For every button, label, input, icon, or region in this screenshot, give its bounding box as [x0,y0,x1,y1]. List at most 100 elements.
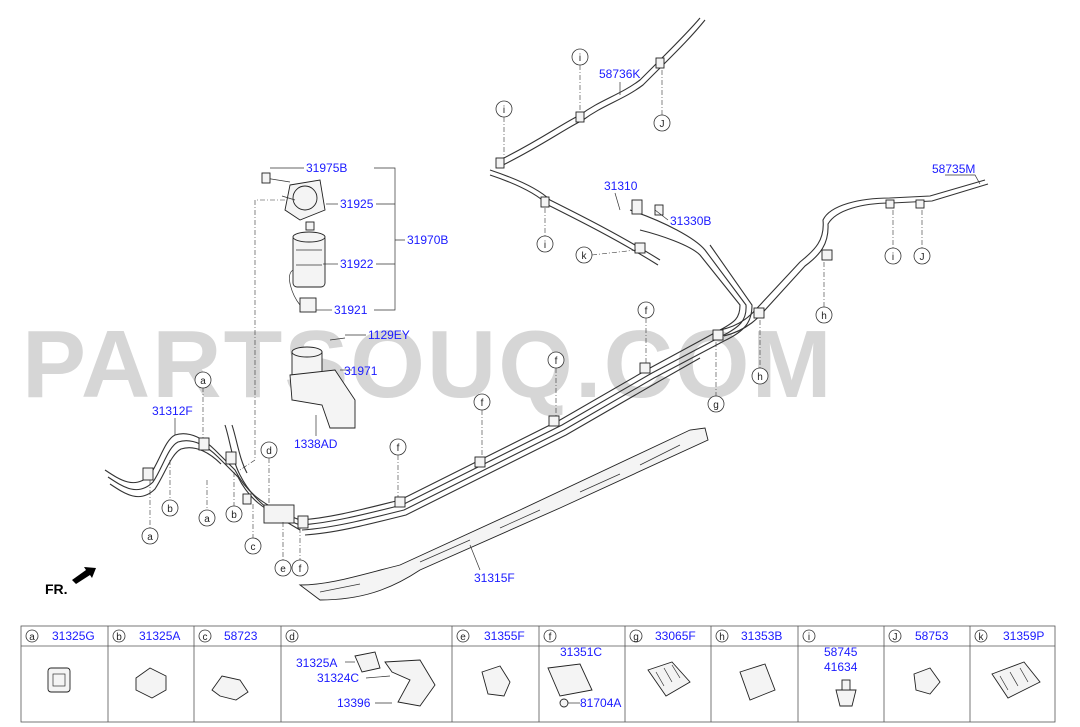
ref-circle-f-1[interactable]: f [637,301,655,319]
fuel-filter-assembly [239,172,356,471]
svg-text:g: g [633,632,639,643]
pipe-clips [142,57,925,529]
callout-31315F[interactable]: 31315F [474,571,515,585]
ref-circle-h-1[interactable]: h [815,306,833,324]
callout-31922[interactable]: 31922 [340,257,374,271]
undercover-shield [298,427,709,601]
svg-text:J: J [660,119,665,130]
ref-circle-b-1[interactable]: b [161,499,179,517]
legend-cell-J[interactable]: J 58753 [888,629,949,695]
svg-text:58745: 58745 [824,645,858,659]
ref-circle-c[interactable]: c [244,537,262,555]
callout-31970B[interactable]: 31970B [407,233,448,247]
legend-cell-i[interactable]: i 58745 41634 [802,629,858,707]
svg-text:i: i [579,53,581,64]
left-pipe-group [104,424,301,531]
svg-text:i: i [503,105,505,116]
svg-text:31353B: 31353B [741,629,782,643]
legend-cell-f[interactable]: f 31351C 81704A [543,629,621,710]
svg-text:b: b [231,510,237,521]
svg-text:31325A: 31325A [139,629,180,643]
svg-text:13396: 13396 [337,696,371,710]
ref-circle-J-2[interactable]: J [913,247,931,265]
callout-31925[interactable]: 31925 [340,197,374,211]
svg-text:b: b [116,632,122,643]
callout-31971[interactable]: 31971 [344,364,378,378]
reference-letters: i i J i k i J h h g f f f f d a b a a b … [141,48,931,577]
part-callouts: 31975B 31925 31970B 31922 31921 1129EY 3… [152,67,975,585]
ref-circle-f-3[interactable]: f [473,393,491,411]
ref-circle-a-2[interactable]: a [141,527,159,545]
svg-text:31325A: 31325A [296,656,337,670]
svg-text:a: a [204,514,210,525]
svg-text:k: k [582,251,588,262]
legend-cell-h[interactable]: h 31353B [715,629,782,701]
legend-cell-a[interactable]: a 31325G [25,629,95,693]
ref-circle-g[interactable]: g [707,395,725,413]
ref-circle-J-1[interactable]: J [653,114,671,132]
ref-circle-a-1[interactable]: a [194,371,212,389]
svg-text:h: h [757,372,763,383]
svg-text:J: J [893,632,898,643]
ref-circle-d[interactable]: d [260,441,278,459]
svg-text:f: f [481,398,484,409]
ref-circle-i-3[interactable]: i [536,235,554,253]
callout-58736K[interactable]: 58736K [599,67,640,81]
ref-circle-f-5[interactable]: f [291,559,309,577]
ref-circle-f-2[interactable]: f [547,351,565,369]
legend-cell-d[interactable]: d 31325A 31324C 13396 [285,629,436,710]
svg-text:a: a [147,532,153,543]
svg-text:58723: 58723 [224,629,258,643]
svg-text:58753: 58753 [915,629,949,643]
fuel-pipe-bundle [299,17,989,536]
front-arrow-icon [72,567,96,584]
ref-circle-i-2[interactable]: i [495,100,513,118]
ref-circle-k[interactable]: k [575,246,593,264]
callout-leaders [174,82,981,571]
svg-text:k: k [979,632,985,643]
svg-text:41634: 41634 [824,660,858,674]
ref-circle-h-2[interactable]: h [751,367,769,385]
ref-circle-b-2[interactable]: b [225,505,243,523]
ref-circle-e[interactable]: e [274,559,292,577]
callout-31975B[interactable]: 31975B [306,161,347,175]
callout-1338AD[interactable]: 1338AD [294,437,338,451]
callout-58735M[interactable]: 58735M [932,162,975,176]
svg-text:b: b [167,504,173,515]
ref-circle-i-1[interactable]: i [571,48,589,66]
callout-31330B[interactable]: 31330B [670,214,711,228]
callout-1129EY[interactable]: 1129EY [368,328,410,342]
svg-text:e: e [280,564,286,575]
ref-circle-i-4[interactable]: i [884,247,902,265]
legend-cell-g[interactable]: g 33065F [629,629,696,697]
legend-cell-c[interactable]: c 58723 [198,629,258,701]
ref-circle-a-3[interactable]: a [198,509,216,527]
svg-text:h: h [719,632,725,643]
svg-text:a: a [29,632,35,643]
legend-cell-e[interactable]: e 31355F [456,629,525,697]
svg-text:i: i [544,240,546,251]
svg-text:d: d [266,446,272,457]
callout-31921[interactable]: 31921 [334,303,368,317]
svg-text:c: c [251,542,256,553]
callout-31312F[interactable]: 31312F [152,404,193,418]
svg-text:d: d [289,632,295,643]
svg-text:f: f [397,443,400,454]
svg-text:f: f [299,564,302,575]
svg-text:31325G: 31325G [52,629,95,643]
svg-text:33065F: 33065F [655,629,696,643]
leader-lines [149,65,923,560]
ref-circle-f-4[interactable]: f [389,438,407,456]
svg-text:i: i [808,632,810,643]
callout-31310[interactable]: 31310 [604,179,638,193]
legend-table: a 31325G b 31325A c 58723 d 31325A 31324… [20,625,1056,723]
svg-text:31355F: 31355F [484,629,525,643]
front-label: FR. [45,581,68,597]
svg-text:J: J [920,252,925,263]
legend-cell-b[interactable]: b 31325A [112,629,180,699]
legend-cell-k[interactable]: k 31359P [974,629,1044,699]
svg-text:f: f [549,632,552,643]
svg-text:31324C: 31324C [317,671,359,685]
watermark: PARTSOUQ.COM [22,311,834,418]
